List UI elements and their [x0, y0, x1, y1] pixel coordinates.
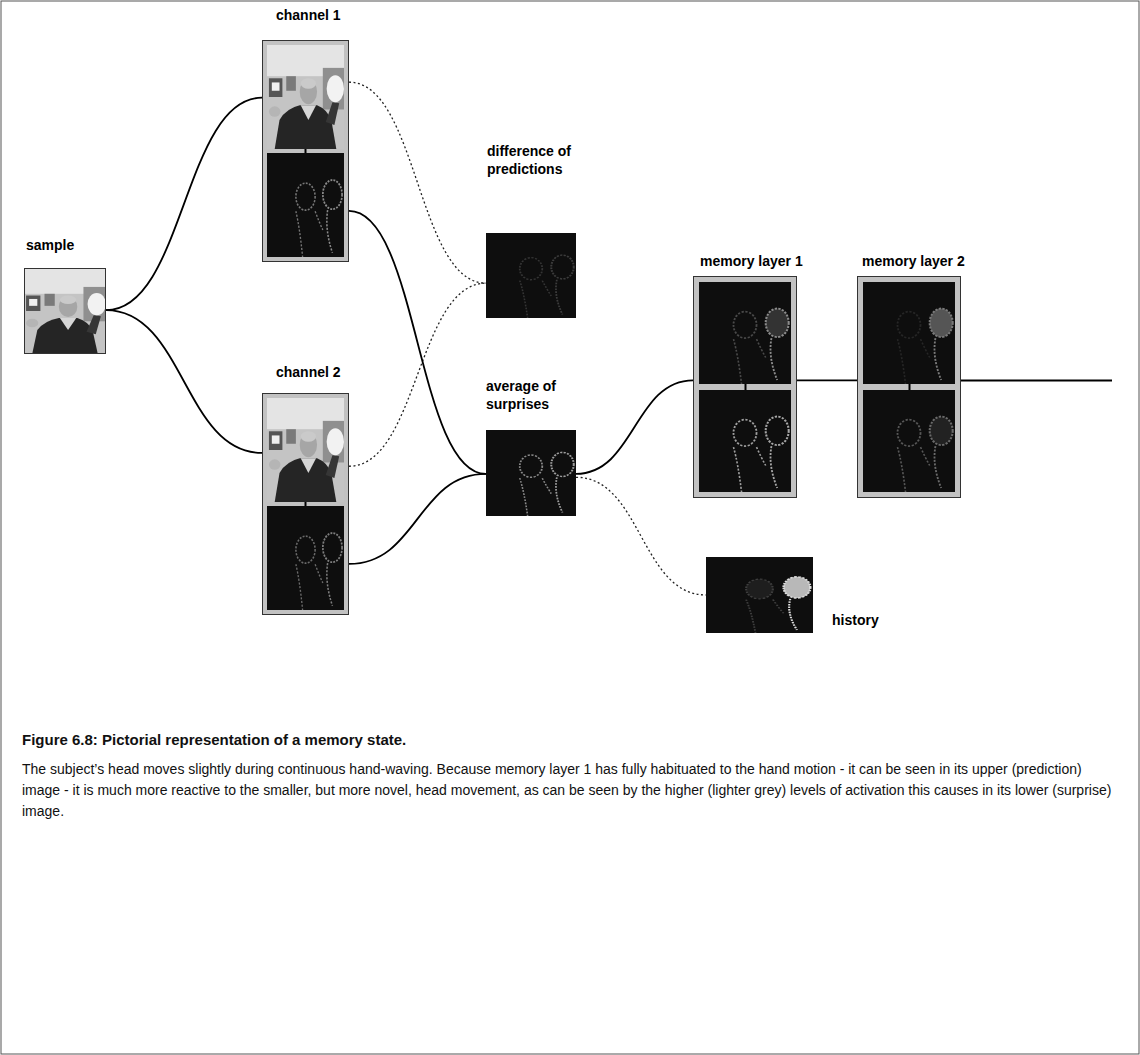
- surprise-image: [699, 390, 791, 492]
- panel-heading: difference of predictions: [487, 142, 607, 178]
- history-image: [706, 557, 813, 633]
- prediction-image: [699, 282, 791, 384]
- image-panel: sample: [24, 268, 106, 354]
- memory-frame: [858, 277, 961, 498]
- image-panel: history: [706, 557, 813, 633]
- difference-image: [486, 233, 576, 318]
- connector-line: [797, 379, 857, 381]
- heading-holder: memory layer 1: [700, 252, 830, 270]
- connector-line: [349, 82, 486, 283]
- image-panel: channel 1: [262, 40, 349, 262]
- channel-frame: [263, 394, 349, 615]
- panel-heading: history: [832, 611, 942, 629]
- connector-line: [576, 380, 693, 474]
- image-link: [305, 502, 307, 506]
- prediction-image: [267, 398, 344, 502]
- caption-block: Figure 6.8: Pictorial representation of …: [22, 730, 1118, 822]
- average-image: [486, 430, 576, 516]
- connector-line: [576, 477, 706, 595]
- figure-title: Figure 6.8: Pictorial representation of …: [22, 730, 1118, 750]
- channel-frame: [263, 41, 349, 262]
- image-link: [745, 384, 747, 390]
- connector-group: [106, 82, 857, 595]
- prediction-image: [863, 282, 955, 384]
- connector-line: [106, 310, 262, 453]
- panel-heading: memory layer 1: [700, 252, 830, 270]
- heading-holder: history: [832, 611, 942, 629]
- heading-holder: memory layer 2: [862, 252, 992, 270]
- connector-line: [349, 474, 486, 564]
- heading-holder: channel 1: [276, 6, 386, 24]
- panel-heading: sample: [26, 236, 126, 254]
- image-panel: memory layer 2: [857, 276, 961, 498]
- image-panel: difference of predictions: [486, 233, 576, 318]
- sample-border: [25, 269, 106, 354]
- heading-holder: average of surprises: [486, 377, 606, 413]
- surprise-image: [863, 390, 955, 492]
- heading-holder: difference of predictions: [487, 142, 607, 178]
- panel-heading: average of surprises: [486, 377, 606, 413]
- surprise-image: [267, 153, 344, 257]
- image-link: [305, 149, 307, 153]
- connector-line: [349, 283, 486, 466]
- panel-heading: memory layer 2: [862, 252, 992, 270]
- heading-holder: sample: [26, 236, 126, 254]
- connector-line: [349, 211, 486, 474]
- panel-heading: channel 2: [276, 363, 386, 381]
- image-panel: channel 2: [262, 393, 349, 615]
- prediction-image: [267, 45, 344, 149]
- figure-caption: The subject’s head moves slightly during…: [22, 759, 1118, 822]
- surprise-image: [267, 506, 344, 610]
- image-panel: average of surprises: [486, 430, 576, 516]
- panel-heading: channel 1: [276, 6, 386, 24]
- memory-frame: [694, 277, 797, 498]
- sample-photo: [24, 268, 106, 354]
- output-line: [961, 380, 1112, 382]
- image-link: [909, 384, 911, 390]
- connector-line: [106, 98, 262, 310]
- heading-holder: channel 2: [276, 363, 386, 381]
- image-panel: memory layer 1: [693, 276, 797, 498]
